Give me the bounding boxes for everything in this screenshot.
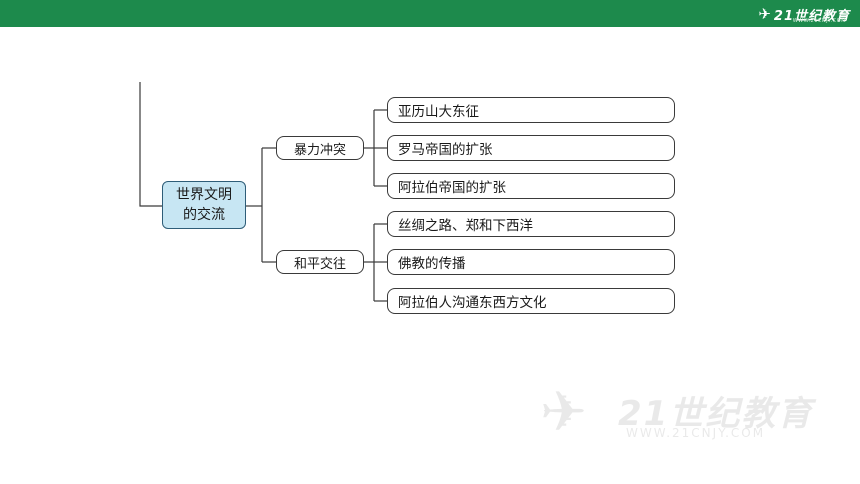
leaf-node: 亚历山大东征 (387, 97, 675, 123)
brand-name: 21世纪教育 (773, 8, 850, 24)
watermark-brand: 21世纪教育 (618, 394, 814, 434)
root-node: 世界文明的交流 (162, 181, 246, 229)
branch-node-peaceful-exchange: 和平交往 (276, 250, 364, 274)
watermark-url: WWW.21CNJY.COM (626, 426, 766, 440)
leaf-node: 阿拉伯帝国的扩张 (387, 173, 675, 199)
brand-logo[interactable]: ✈ 21世纪教育 (758, 3, 850, 25)
top-header-bar: ✈ 21世纪教育 WWW.21CNJY.COM (0, 0, 860, 27)
leaf-node: 佛教的传播 (387, 249, 675, 275)
leaf-node: 罗马帝国的扩张 (387, 135, 675, 161)
branch-node-violent-conflict: 暴力冲突 (276, 136, 364, 160)
watermark: ✈ 21世纪教育 WWW.21CNJY.COM (540, 380, 820, 450)
leaf-node: 丝绸之路、郑和下西洋 (387, 211, 675, 237)
watermark-runner-icon: ✈ (540, 380, 587, 445)
brand-url: WWW.21CNJY.COM (792, 18, 846, 24)
runner-icon: ✈ (758, 5, 771, 23)
leaf-node: 阿拉伯人沟通东西方文化 (387, 288, 675, 314)
